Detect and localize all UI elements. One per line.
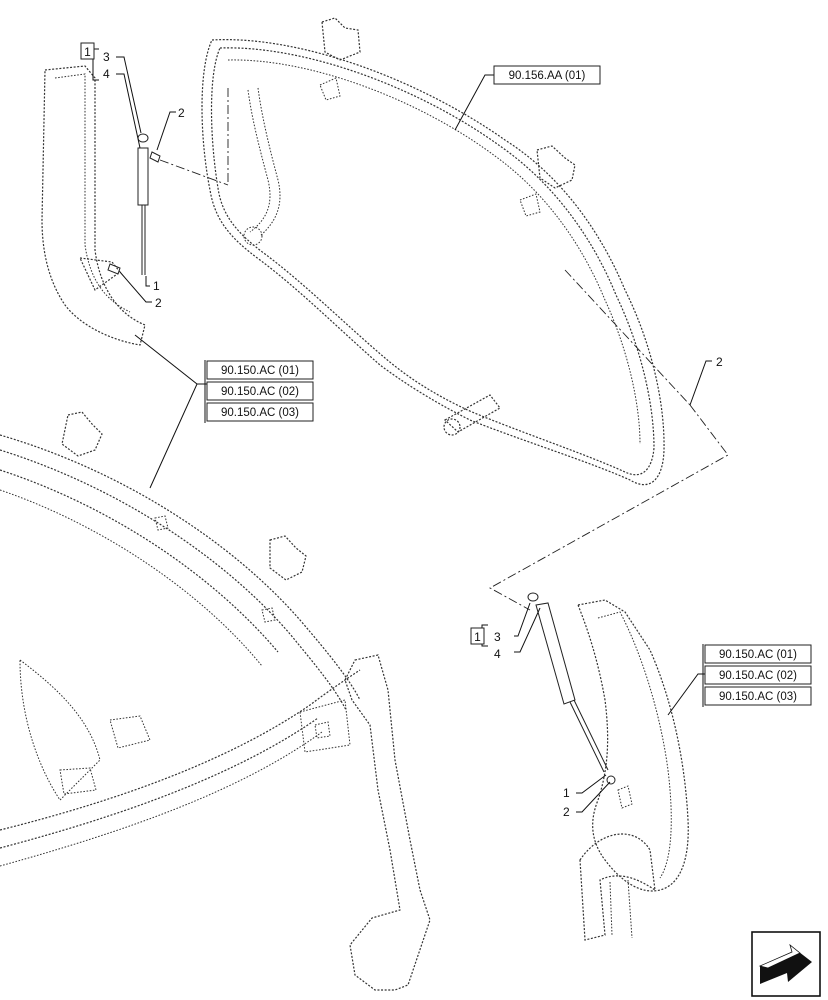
callout-item-1-right: 1 <box>563 786 570 800</box>
callout-item-2-top: 2 <box>178 106 185 120</box>
callout-item-4-top: 4 <box>103 67 110 81</box>
callout-kit-top: 1 <box>80 42 95 60</box>
ref-window[interactable]: 90.156.AA (01) <box>493 65 601 85</box>
callout-item-1-left: 1 <box>153 279 160 293</box>
callout-item-2-right-lower: 2 <box>563 805 570 819</box>
callout-item-2-right: 2 <box>716 355 723 369</box>
rear-window-glass <box>201 17 665 486</box>
ref-group-left[interactable]: 90.150.AC (01) 90.150.AC (02) 90.150.AC … <box>204 360 314 423</box>
svg-text:90.150.AC (01): 90.150.AC (01) <box>719 649 797 661</box>
callout-item-3-right: 3 <box>494 630 501 644</box>
callout-item-4-right: 4 <box>494 647 501 661</box>
svg-text:1: 1 <box>474 630 481 644</box>
left-c-pillar <box>41 65 146 346</box>
svg-text:90.156.AA (01): 90.156.AA (01) <box>509 70 586 82</box>
svg-text:90.150.AC (01): 90.150.AC (01) <box>221 365 299 377</box>
svg-text:90.150.AC (02): 90.150.AC (02) <box>221 386 299 398</box>
svg-text:90.150.AC (03): 90.150.AC (03) <box>719 691 797 703</box>
svg-text:90.150.AC (02): 90.150.AC (02) <box>719 670 797 682</box>
callout-kit-right: 1 <box>470 627 485 645</box>
next-page-arrow-icon[interactable] <box>751 931 821 997</box>
callout-item-3-top: 3 <box>103 50 110 64</box>
left-gas-strut <box>107 133 161 275</box>
leader-lines <box>92 48 712 813</box>
svg-text:1: 1 <box>84 45 91 59</box>
svg-text:90.150.AC (03): 90.150.AC (03) <box>221 407 299 419</box>
callout-item-2-left: 2 <box>155 296 162 310</box>
right-gas-strut <box>527 592 616 785</box>
cab-frame <box>0 411 431 991</box>
alignment-lines <box>159 88 729 611</box>
right-c-pillar <box>577 599 689 941</box>
ref-group-right[interactable]: 90.150.AC (01) 90.150.AC (02) 90.150.AC … <box>702 644 812 707</box>
